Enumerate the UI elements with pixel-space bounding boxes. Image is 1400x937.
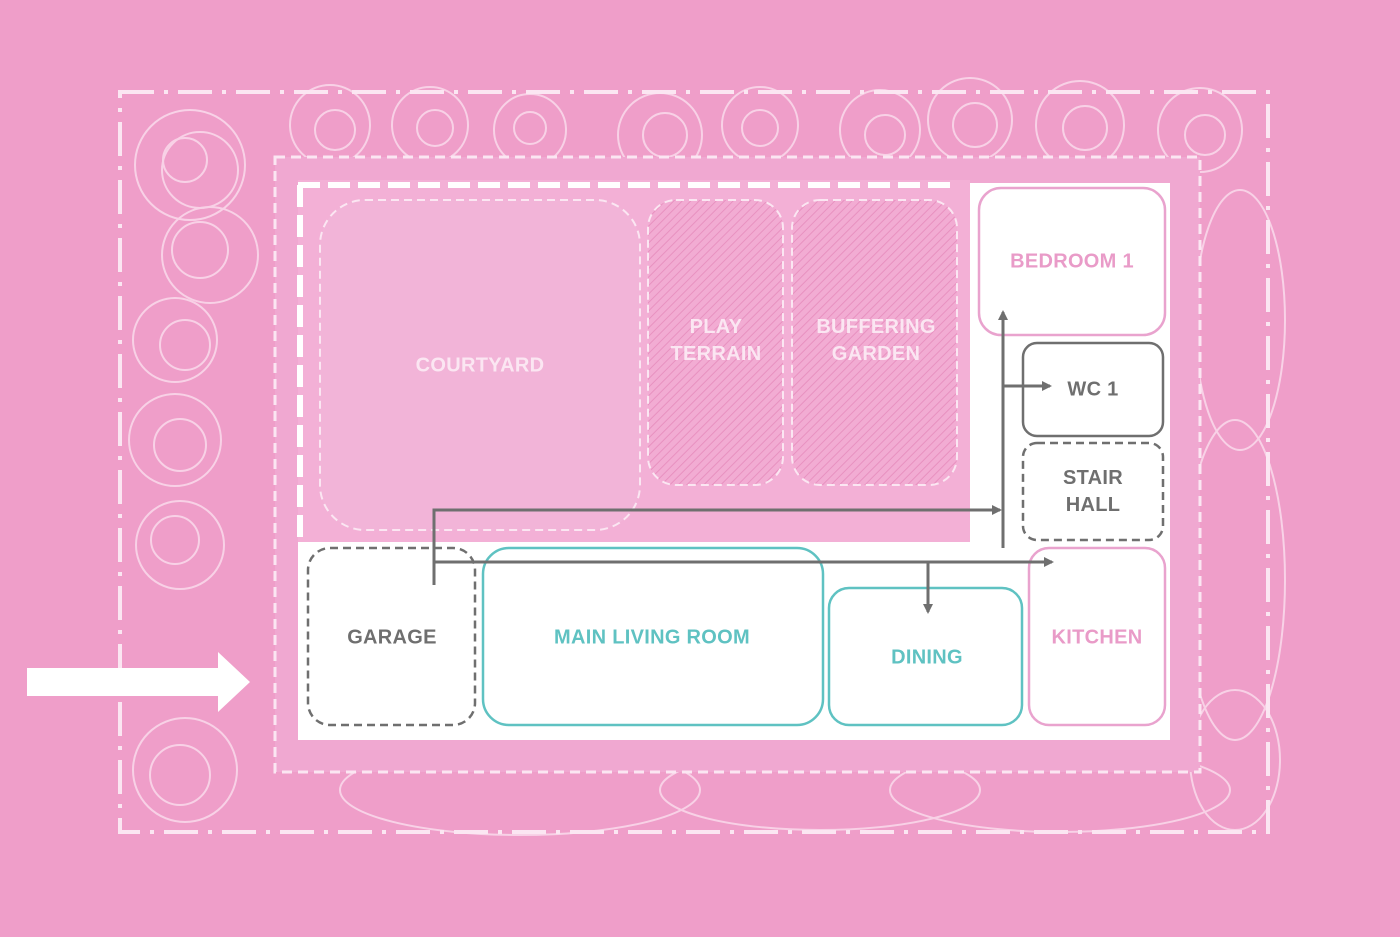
play-terrain-label: PLAY [690,316,743,338]
buffering-garden-label-line2: GARDEN [832,343,920,365]
play-terrain-label-line1: PLAY [690,316,743,338]
stair-hall-label-line2: HALL [1066,494,1121,516]
buffering-garden-label: BUFFERING [816,316,935,338]
buffering-garden-label-line1: BUFFERING [816,316,935,338]
garage-label: GARAGE [347,626,437,648]
main-living-room [481,546,825,727]
buffering-garden-label-2: GARDEN [832,343,920,365]
stair-hall-label-2: HALL [1066,494,1121,516]
dining-label: DINING [891,646,963,668]
wc-1-label: WC 1 [1067,378,1118,400]
courtyard-label: COURTYARD [416,354,545,376]
entrance-arrow-icon [27,652,250,712]
wc-1-room [1021,341,1165,438]
main-living-room-label: MAIN LIVING ROOM [554,626,750,648]
kitchen-label: KITCHEN [1052,626,1143,648]
garage-room [306,546,477,727]
stair-hall-label: STAIR [1063,467,1123,489]
play-terrain-label-line2: TERRAIN [671,343,762,365]
play-terrain-zone [647,199,784,486]
vegetation-scribbles [128,77,1286,836]
dining-room [827,586,1024,727]
circulation-arrows [432,310,1054,614]
kitchen-room [1027,546,1167,727]
stair-hall-label-line1: STAIR [1063,467,1123,489]
play-terrain-label-2: TERRAIN [671,343,762,365]
stair-hall-room [1021,441,1165,542]
circulation-arrow-icon [432,505,1002,585]
buffering-garden-zone [791,199,958,486]
courtyard-zone [319,199,641,531]
bedroom-1-label: BEDROOM 1 [1010,250,1134,272]
site-boundary [118,90,1270,834]
bedroom-1-room [977,186,1167,337]
